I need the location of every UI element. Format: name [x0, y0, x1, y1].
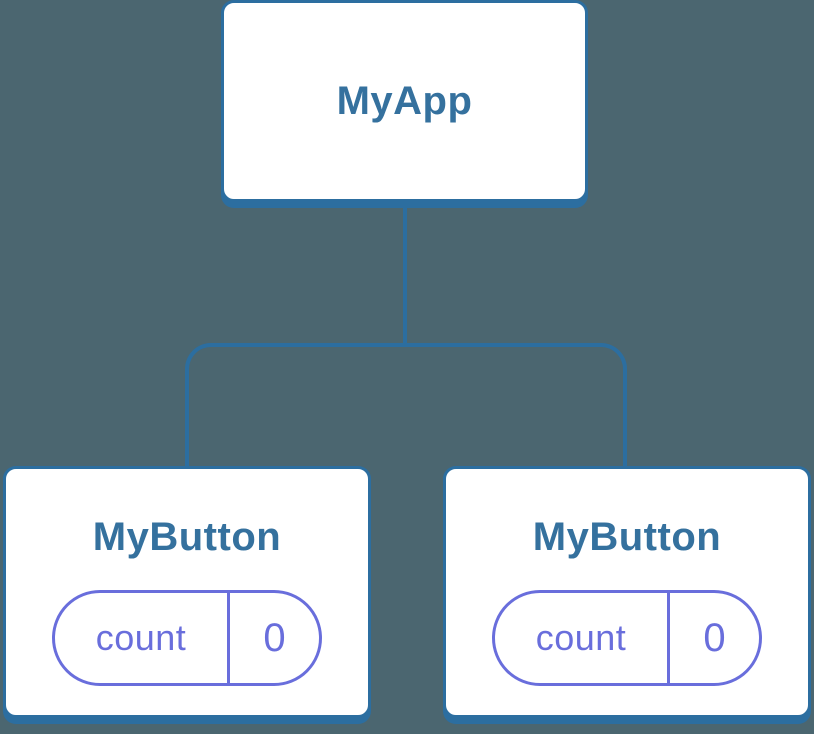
- state-name: count: [535, 617, 627, 658]
- state-value: 0: [703, 615, 726, 660]
- tree-node-child-left-label: MyButton: [92, 515, 282, 559]
- state-value: 0: [263, 615, 286, 660]
- tree-node-child-right-label: MyButton: [532, 515, 722, 559]
- state-pill: count 0: [52, 590, 322, 686]
- connector-stem: [403, 205, 407, 346]
- state-value-cell: 0: [667, 593, 759, 683]
- state-pill: count 0: [492, 590, 762, 686]
- tree-node-root: MyApp: [221, 0, 588, 202]
- state-name-cell: count: [55, 593, 227, 683]
- state-value-cell: 0: [227, 593, 319, 683]
- tree-node-child-left: MyButton count 0: [3, 466, 371, 718]
- connector-branch: [185, 343, 627, 466]
- state-name-cell: count: [495, 593, 667, 683]
- state-name: count: [95, 617, 187, 658]
- tree-node-root-label: MyApp: [336, 79, 473, 123]
- tree-node-child-right: MyButton count 0: [443, 466, 811, 718]
